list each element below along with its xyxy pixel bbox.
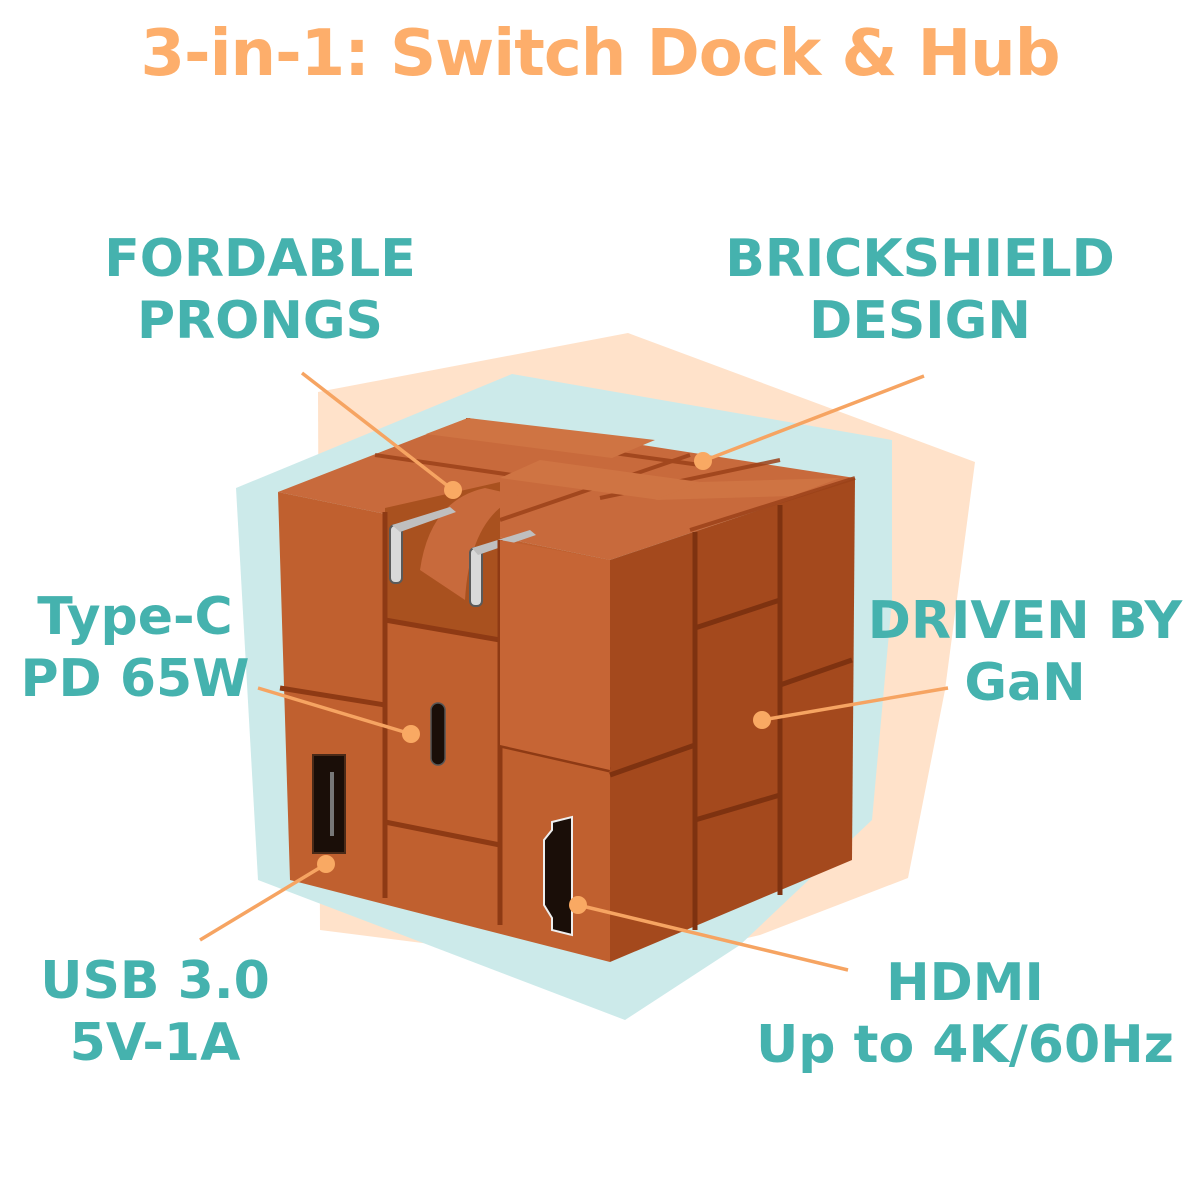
label-typec: Type-C PD 65W bbox=[0, 586, 270, 710]
label-typec-line1: Type-C bbox=[37, 587, 233, 647]
typec-dot-icon bbox=[402, 725, 420, 743]
leader-dots bbox=[317, 452, 771, 914]
prong-right-icon bbox=[469, 547, 483, 607]
usb-c-port-icon bbox=[430, 702, 446, 766]
label-gan-line1: DRIVEN BY bbox=[867, 591, 1183, 651]
label-usb: USB 3.0 5V-1A bbox=[10, 950, 300, 1074]
label-usb-line2: 5V-1A bbox=[69, 1013, 241, 1073]
cube bbox=[278, 418, 856, 962]
label-usb-line1: USB 3.0 bbox=[40, 951, 270, 1011]
gan-dot-icon bbox=[753, 711, 771, 729]
leader-lines bbox=[199, 371, 949, 972]
label-brickshield-line2: DESIGN bbox=[809, 291, 1031, 351]
usb-a-port-icon bbox=[312, 754, 346, 854]
hdmi-port-icon bbox=[543, 815, 573, 937]
cube-right-face bbox=[610, 478, 855, 962]
label-typec-line2: PD 65W bbox=[20, 649, 250, 709]
usb-dot-icon bbox=[317, 855, 335, 873]
label-hdmi-line1: HDMI bbox=[886, 953, 1044, 1013]
label-brickshield: BRICKSHIELD DESIGN bbox=[690, 228, 1150, 352]
page-title: 3-in-1: Switch Dock & Hub bbox=[140, 17, 1061, 91]
prong-flap bbox=[420, 488, 520, 600]
brickshield-dot-icon bbox=[694, 452, 712, 470]
label-brickshield-line1: BRICKSHIELD bbox=[725, 229, 1115, 289]
label-hdmi-line2: Up to 4K/60Hz bbox=[756, 1015, 1174, 1075]
label-hdmi: HDMI Up to 4K/60Hz bbox=[730, 952, 1200, 1076]
label-prongs-line2: PRONGS bbox=[136, 291, 383, 351]
prongs-dot-icon bbox=[444, 481, 462, 499]
prong-left-icon bbox=[389, 524, 403, 584]
label-prongs: FORDABLE PRONGS bbox=[60, 228, 460, 352]
label-gan: DRIVEN BY GaN bbox=[850, 590, 1200, 714]
hdmi-dot-icon bbox=[569, 896, 587, 914]
label-gan-line2: GaN bbox=[964, 653, 1086, 713]
label-prongs-line1: FORDABLE bbox=[104, 229, 416, 289]
